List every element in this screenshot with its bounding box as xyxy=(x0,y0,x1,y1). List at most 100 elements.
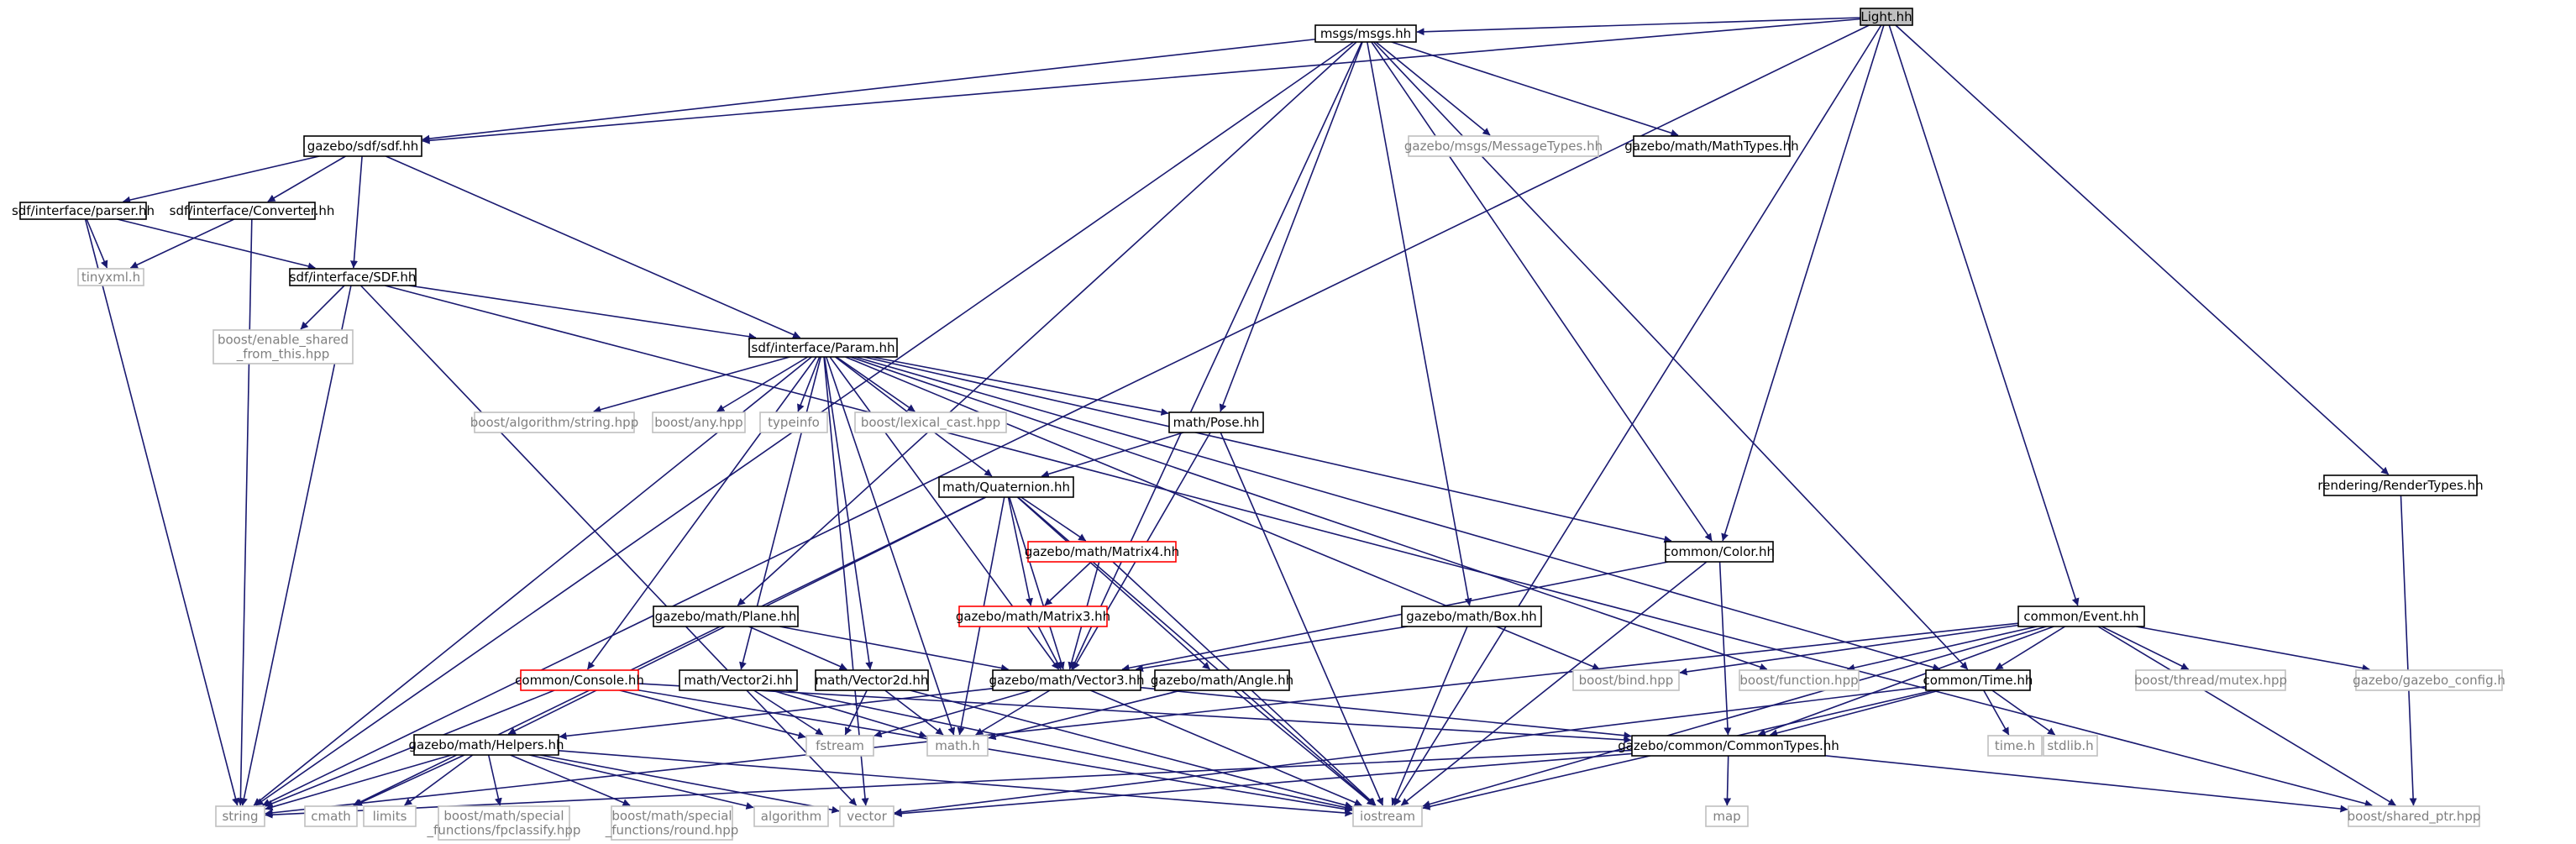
edge-msgs-to-msgtypes xyxy=(1375,41,1491,136)
node-cmath: cmath xyxy=(304,805,358,827)
node-msgs[interactable]: msgs/msgs.hh xyxy=(1314,24,1417,43)
node-box xyxy=(958,605,1108,627)
node-plane[interactable]: gazebo/math/Plane.hh xyxy=(653,605,799,627)
node-box xyxy=(438,805,570,841)
edge-event-to-commontypes xyxy=(1758,626,2054,737)
node-box xyxy=(1027,541,1177,563)
node-label: boost/shared_ptr.hpp xyxy=(2348,809,2481,825)
node-box xyxy=(2355,669,2503,691)
edge-parser-to-string xyxy=(84,218,239,806)
node-label: sdf/interface/Converter.hh xyxy=(170,203,335,218)
node-bshared: boost/shared_ptr.hpp xyxy=(2348,805,2481,827)
node-vec3[interactable]: gazebo/math/Vector3.hh xyxy=(989,669,1145,691)
node-label: gazebo/math/Matrix3.hh xyxy=(956,609,1110,624)
edge-param-to-typeinfo xyxy=(797,356,821,412)
node-label: cmath xyxy=(311,809,350,824)
node-angle[interactable]: gazebo/math/Angle.hh xyxy=(1151,669,1293,691)
node-pose[interactable]: math/Pose.hh xyxy=(1168,412,1264,433)
node-label: _functions/round.hpp xyxy=(605,823,739,839)
node-label: boost/bind.hpp xyxy=(1579,673,1674,688)
node-color[interactable]: common/Color.hh xyxy=(1664,541,1775,563)
node-console[interactable]: common/Console.hh xyxy=(515,669,644,691)
edge-plane-to-vec3 xyxy=(779,626,1009,672)
node-label: stdlib.h xyxy=(2047,738,2093,753)
node-box xyxy=(1860,8,1913,26)
node-rendertypes[interactable]: rendering/RenderTypes.hh xyxy=(2317,474,2484,496)
node-bmutex: boost/thread/mutex.hpp xyxy=(2134,669,2287,691)
edge-vec2d-to-iostream xyxy=(910,689,1353,810)
edge-sdfi-to-enableshared xyxy=(300,285,345,330)
nodes-layer: Light.hh msgs/msgs.hh gazebo/sdf/sdf.hh sdf… xyxy=(12,8,2505,841)
node-bany: boost/any.hpp xyxy=(652,412,746,433)
node-box xyxy=(77,268,144,286)
node-helpers[interactable]: gazebo/math/Helpers.hh xyxy=(408,734,564,756)
node-label: iostream xyxy=(1360,809,1415,824)
node-box xyxy=(1705,805,1749,827)
edge-console-to-string xyxy=(265,689,555,807)
node-label: limits xyxy=(373,809,407,824)
edge-sdfi-to-string xyxy=(240,285,352,806)
node-quat[interactable]: math/Quaternion.hh xyxy=(938,476,1074,498)
node-box xyxy=(652,412,746,433)
node-label: vector xyxy=(847,809,887,824)
node-bbind: boost/bind.hpp xyxy=(1572,669,1680,691)
node-tinyxml: tinyxml.h xyxy=(77,268,144,286)
node-label: gazebo/common/CommonTypes.hh xyxy=(1618,738,1839,753)
node-converter[interactable]: sdf/interface/Converter.hh xyxy=(170,202,335,220)
node-label: rendering/RenderTypes.hh xyxy=(2317,478,2483,493)
node-label: boost/math/special xyxy=(611,809,732,824)
node-param[interactable]: sdf/interface/Param.hh xyxy=(748,338,898,358)
node-root[interactable]: Light.hh xyxy=(1860,8,1913,26)
node-sdfi[interactable]: sdf/interface/SDF.hh xyxy=(289,268,417,286)
edge-param-to-console xyxy=(586,356,817,670)
node-event[interactable]: common/Event.hh xyxy=(2017,605,2145,627)
edge-sdfi-to-bshared xyxy=(385,285,2373,808)
edge-vec2i-to-fstream xyxy=(753,689,824,736)
node-label: gazebo/msgs/MessageTypes.hh xyxy=(1404,139,1603,154)
node-box xyxy=(1925,669,2031,691)
node-parser[interactable]: sdf/interface/parser.hh xyxy=(12,202,155,220)
node-label: sdf/interface/Param.hh xyxy=(752,340,895,355)
node-mathh: math.h xyxy=(926,735,989,757)
node-box xyxy=(215,805,265,827)
node-box xyxy=(1665,541,1774,563)
edge-quat-to-angle xyxy=(1016,496,1211,670)
node-iostream: iostream xyxy=(1352,805,1423,827)
node-label: gazebo/math/Box.hh xyxy=(1406,609,1536,624)
node-box xyxy=(363,805,417,827)
edge-time-to-commontypes xyxy=(1770,689,1940,737)
node-matrix3[interactable]: gazebo/math/Matrix3.hh xyxy=(956,605,1110,627)
edge-console-to-iostream xyxy=(637,689,1353,813)
node-label: gazebo/math/Matrix4.hh xyxy=(1025,544,1179,559)
edge-vec3-to-iostream xyxy=(1089,689,1362,806)
edge-event-to-bshared xyxy=(2097,626,2396,806)
node-fstream: fstream xyxy=(805,735,874,757)
edge-helpers-to-algorithm xyxy=(529,754,754,810)
node-string: string xyxy=(215,805,265,827)
node-matrix4[interactable]: gazebo/math/Matrix4.hh xyxy=(1025,541,1179,563)
edge-param-to-blexical xyxy=(836,356,916,412)
node-label: typeinfo xyxy=(768,415,820,430)
node-time[interactable]: common/Time.hh xyxy=(1923,669,2033,691)
node-box xyxy=(2043,735,2098,757)
node-commontypes[interactable]: gazebo/common/CommonTypes.hh xyxy=(1618,735,1839,757)
edge-sdfi-to-vector xyxy=(359,285,858,806)
node-box xyxy=(188,202,316,220)
node-sdfsdf[interactable]: gazebo/sdf/sdf.hh xyxy=(303,135,422,157)
node-label: math/Vector2i.hh xyxy=(684,673,793,688)
node-label: _from_this.hpp xyxy=(236,347,330,363)
node-box xyxy=(520,669,639,691)
edge-param-to-color xyxy=(863,356,1672,543)
edge-plane-to-vec2d xyxy=(748,626,847,670)
node-vec2d[interactable]: math/Vector2d.hh xyxy=(815,669,929,691)
edge-param-to-mathh xyxy=(825,356,956,736)
edge-time-to-timeh xyxy=(1983,689,2010,736)
node-box xyxy=(1408,135,1599,157)
node-box[interactable]: gazebo/math/Box.hh xyxy=(1401,605,1542,627)
edge-msgs-to-box xyxy=(1367,41,1472,606)
node-timeh: time.h xyxy=(1987,735,2043,757)
node-vec2i[interactable]: math/Vector2i.hh xyxy=(679,669,798,691)
node-mathtypes[interactable]: gazebo/math/MathTypes.hh xyxy=(1624,135,1799,157)
node-enableshared: boost/enable_shared_from_this.hpp xyxy=(212,329,354,364)
edge-vec3-to-commontypes xyxy=(1140,686,1632,740)
